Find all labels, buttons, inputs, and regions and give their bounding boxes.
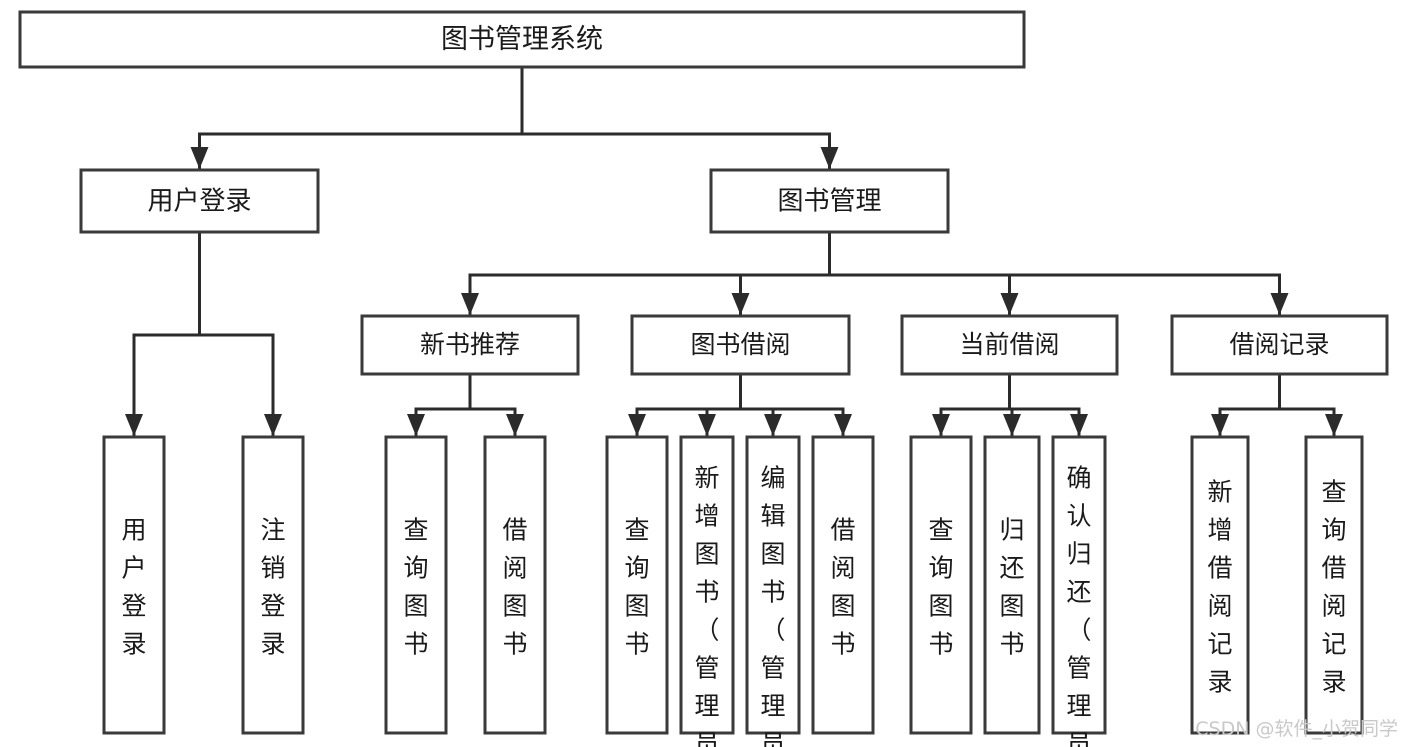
nodes-layer: 图书管理系统用户登录图书管理新书推荐图书借阅当前借阅借阅记录用户登录注销登录查询… bbox=[18, 10, 1389, 747]
node-leaf-user-logout[interactable]: 注销登录 bbox=[241, 435, 305, 735]
node-leaf-rec-borrow-book[interactable]: 借阅图书 bbox=[483, 435, 547, 735]
node-user-login[interactable]: 用户登录 bbox=[79, 168, 320, 234]
bookmanage-to-level3-arrow-2 bbox=[1000, 293, 1019, 315]
node-leaf-bb-borrow-book[interactable]: 借阅图书 bbox=[811, 435, 875, 735]
node-book-manage[interactable]: 图书管理 bbox=[709, 168, 950, 234]
node-label-leaf-cb-return-book: 归还图书 bbox=[999, 516, 1024, 659]
book-borrow-to-leaves-arrow-0 bbox=[628, 414, 646, 436]
new-book-rec-to-leaves-arrow-1 bbox=[506, 414, 524, 436]
node-label-current-borrow: 当前借阅 bbox=[959, 330, 1059, 359]
node-label-new-book-rec: 新书推荐 bbox=[420, 330, 520, 359]
node-label-leaf-user-logout: 注销登录 bbox=[260, 516, 285, 659]
node-leaf-br-add-record[interactable]: 新增借阅记录 bbox=[1190, 435, 1250, 735]
node-label-leaf-rec-query-book: 查询图书 bbox=[403, 516, 428, 659]
node-label-leaf-br-query-record: 查询借阅记录 bbox=[1321, 478, 1346, 697]
node-current-borrow[interactable]: 当前借阅 bbox=[900, 314, 1119, 376]
current-borrow-to-leaves-arrow-1 bbox=[1003, 414, 1021, 436]
node-box-new-book-rec bbox=[360, 314, 580, 376]
node-box-leaf-br-query-record bbox=[1304, 435, 1364, 735]
node-leaf-cb-query-book[interactable]: 查询图书 bbox=[909, 435, 973, 735]
node-box-book-borrow bbox=[630, 314, 851, 376]
node-box-leaf-cb-confirm-return bbox=[1051, 435, 1107, 735]
node-label-leaf-bb-add-book: 新增图书（管理员） bbox=[694, 464, 719, 747]
node-borrow-record[interactable]: 借阅记录 bbox=[1170, 314, 1389, 376]
node-label-user-login: 用户登录 bbox=[147, 187, 251, 217]
node-box-leaf-bb-borrow-book bbox=[811, 435, 875, 735]
root-to-level2-arrow-0 bbox=[190, 147, 209, 169]
node-leaf-bb-query-book[interactable]: 查询图书 bbox=[605, 435, 669, 735]
node-label-borrow-record: 借阅记录 bbox=[1229, 330, 1329, 359]
node-label-leaf-cb-query-book: 查询图书 bbox=[928, 516, 953, 659]
node-box-current-borrow bbox=[900, 314, 1119, 376]
book-borrow-to-leaves-arrow-3 bbox=[834, 414, 852, 436]
node-label-leaf-bb-borrow-book: 借阅图书 bbox=[830, 516, 855, 659]
node-leaf-cb-return-book[interactable]: 归还图书 bbox=[983, 435, 1041, 735]
node-box-user-login bbox=[79, 168, 320, 234]
node-leaf-rec-query-book[interactable]: 查询图书 bbox=[384, 435, 448, 735]
node-leaf-br-query-record[interactable]: 查询借阅记录 bbox=[1304, 435, 1364, 735]
node-box-leaf-rec-query-book bbox=[384, 435, 448, 735]
node-box-leaf-rec-borrow-book bbox=[483, 435, 547, 735]
node-box-leaf-user-login bbox=[102, 435, 166, 735]
bookmanage-to-level3-arrow-1 bbox=[731, 293, 750, 315]
new-book-rec-to-leaves-arrow-0 bbox=[407, 414, 425, 436]
node-book-borrow[interactable]: 图书借阅 bbox=[630, 314, 851, 376]
node-label-book-manage: 图书管理 bbox=[777, 187, 881, 217]
node-label-leaf-cb-confirm-return: 确认归还（管理员） bbox=[1066, 464, 1091, 747]
node-label-book-borrow: 图书借阅 bbox=[690, 330, 790, 359]
bookmanage-to-level3-arrow-3 bbox=[1270, 293, 1289, 315]
node-label-leaf-user-login: 用户登录 bbox=[121, 516, 146, 659]
node-box-leaf-bb-query-book bbox=[605, 435, 669, 735]
node-leaf-bb-edit-book[interactable]: 编辑图书（管理员） bbox=[745, 435, 801, 747]
node-box-root bbox=[18, 10, 1026, 69]
borrow-record-to-leaves-arrow-1 bbox=[1325, 414, 1343, 436]
node-label-leaf-bb-query-book: 查询图书 bbox=[624, 516, 649, 659]
node-box-leaf-user-logout bbox=[241, 435, 305, 735]
userlogin-to-leaves-arrow-0 bbox=[125, 414, 143, 436]
userlogin-to-leaves-arrow-1 bbox=[264, 414, 282, 436]
node-leaf-bb-add-book[interactable]: 新增图书（管理员） bbox=[679, 435, 735, 747]
node-label-leaf-rec-borrow-book: 借阅图书 bbox=[502, 516, 527, 659]
node-box-leaf-br-add-record bbox=[1190, 435, 1250, 735]
node-box-leaf-bb-edit-book bbox=[745, 435, 801, 735]
current-borrow-to-leaves-arrow-0 bbox=[932, 414, 950, 436]
node-leaf-user-login[interactable]: 用户登录 bbox=[102, 435, 166, 735]
node-root[interactable]: 图书管理系统 bbox=[18, 10, 1026, 69]
node-label-leaf-bb-edit-book: 编辑图书（管理员） bbox=[760, 464, 785, 747]
node-box-book-manage bbox=[709, 168, 950, 234]
node-box-leaf-cb-return-book bbox=[983, 435, 1041, 735]
csdn-watermark: CSDN @软件_小贺同学 bbox=[1195, 718, 1398, 740]
book-borrow-to-leaves-arrow-1 bbox=[698, 414, 716, 436]
node-leaf-cb-confirm-return[interactable]: 确认归还（管理员） bbox=[1051, 435, 1107, 747]
bookmanage-to-level3-arrow-0 bbox=[461, 293, 479, 315]
root-to-level2-arrow-1 bbox=[820, 147, 839, 169]
edges-layer bbox=[125, 65, 1343, 437]
node-label-leaf-br-add-record: 新增借阅记录 bbox=[1207, 478, 1232, 697]
book-borrow-to-leaves-arrow-2 bbox=[764, 414, 782, 436]
node-box-leaf-cb-query-book bbox=[909, 435, 973, 735]
current-borrow-to-leaves-arrow-2 bbox=[1070, 414, 1088, 436]
node-label-root: 图书管理系统 bbox=[441, 24, 603, 55]
node-box-borrow-record bbox=[1170, 314, 1389, 376]
borrow-record-to-leaves-arrow-0 bbox=[1211, 414, 1229, 436]
node-new-book-rec[interactable]: 新书推荐 bbox=[360, 314, 580, 376]
node-box-leaf-bb-add-book bbox=[679, 435, 735, 735]
